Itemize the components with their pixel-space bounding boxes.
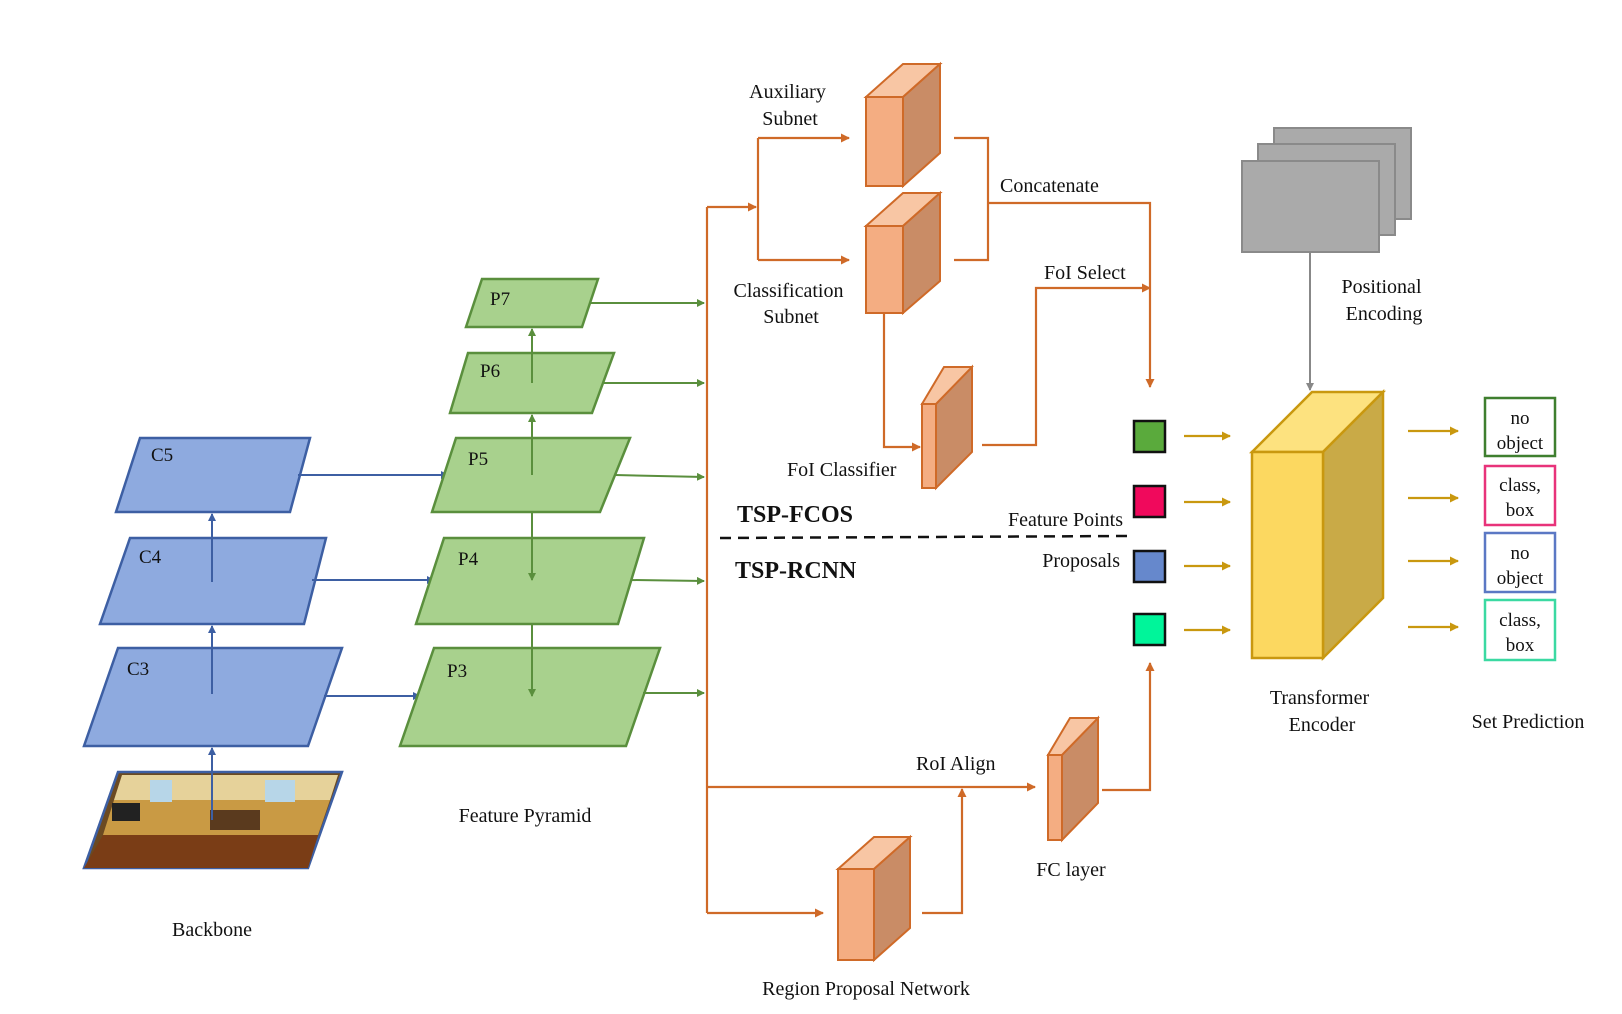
input-image [82, 770, 344, 870]
arrow-p5-out [614, 472, 705, 481]
classification-subnet-cube [863, 190, 943, 316]
feature-pyramid-label: Feature Pyramid [459, 805, 592, 827]
backbone-level-c5: C5 [114, 436, 312, 514]
output-arrows [1408, 426, 1459, 632]
p3-label: P3 [447, 661, 467, 682]
fc-layer-cube [1046, 715, 1100, 843]
svg-text:class,box: class,box [1499, 610, 1541, 656]
prediction-box-3: class,box [1483, 598, 1557, 662]
proposals-label: Proposals [1042, 550, 1120, 572]
backbone-level-c3: C3 [82, 646, 344, 748]
transformer-encoder-block [1248, 388, 1387, 662]
auxiliary-subnet-cube [863, 61, 943, 189]
token-green [1132, 419, 1167, 454]
pyramid-level-p4: P4 [414, 536, 646, 626]
auxiliary-subnet-label: Auxiliary Subnet [749, 81, 831, 130]
token-blue [1132, 549, 1167, 584]
foi-classifier-label: FoI Classifier [787, 459, 897, 481]
c4-label: C4 [139, 547, 162, 568]
tsp-rcnn-label: TSP-RCNN [735, 558, 857, 584]
head-connections [705, 133, 1155, 918]
backbone-label: Backbone [172, 919, 252, 941]
svg-text:class,box: class,box [1499, 475, 1541, 521]
token-teal [1132, 612, 1167, 647]
classification-subnet-label: Classification Subnet [734, 280, 849, 328]
feature-pyramid: P3 P4 P5 P6 P7 Feature Pyramid [398, 277, 705, 827]
pyramid-level-p3: P3 [398, 646, 662, 748]
c5-label: C5 [151, 445, 173, 466]
set-prediction-label: Set Prediction [1472, 711, 1585, 733]
p4-label: P4 [458, 549, 479, 570]
arrow-p4-out [630, 576, 705, 585]
roi-align-label: RoI Align [916, 753, 995, 775]
positional-encoding-label: Positional Encoding [1341, 276, 1426, 325]
tsp-fcos-label: TSP-FCOS [737, 502, 853, 528]
variant-divider [719, 534, 1129, 540]
rpn-label: Region Proposal Network [762, 978, 970, 1000]
prediction-box-1: class,box [1483, 464, 1557, 527]
token-arrows [1184, 431, 1231, 635]
backbone: C3 C4 C5 Backbone [82, 436, 449, 941]
p5-label: P5 [468, 449, 488, 470]
feature-points-label: Feature Points [1008, 509, 1123, 531]
rpn-cube [835, 834, 913, 963]
positional-encoding-stack [1241, 127, 1412, 253]
p7-label: P7 [490, 289, 510, 310]
p6-label: P6 [480, 361, 500, 382]
transformer-encoder-label: Transformer Encoder [1270, 687, 1374, 736]
concatenate-label: Concatenate [1000, 175, 1099, 197]
c3-label: C3 [127, 659, 149, 680]
fc-layer-label: FC layer [1036, 859, 1106, 881]
foi-select-label: FoI Select [1044, 262, 1126, 284]
pyramid-level-p7: P7 [464, 277, 600, 329]
token-pink [1132, 484, 1167, 519]
foi-classifier-cube [920, 364, 974, 491]
